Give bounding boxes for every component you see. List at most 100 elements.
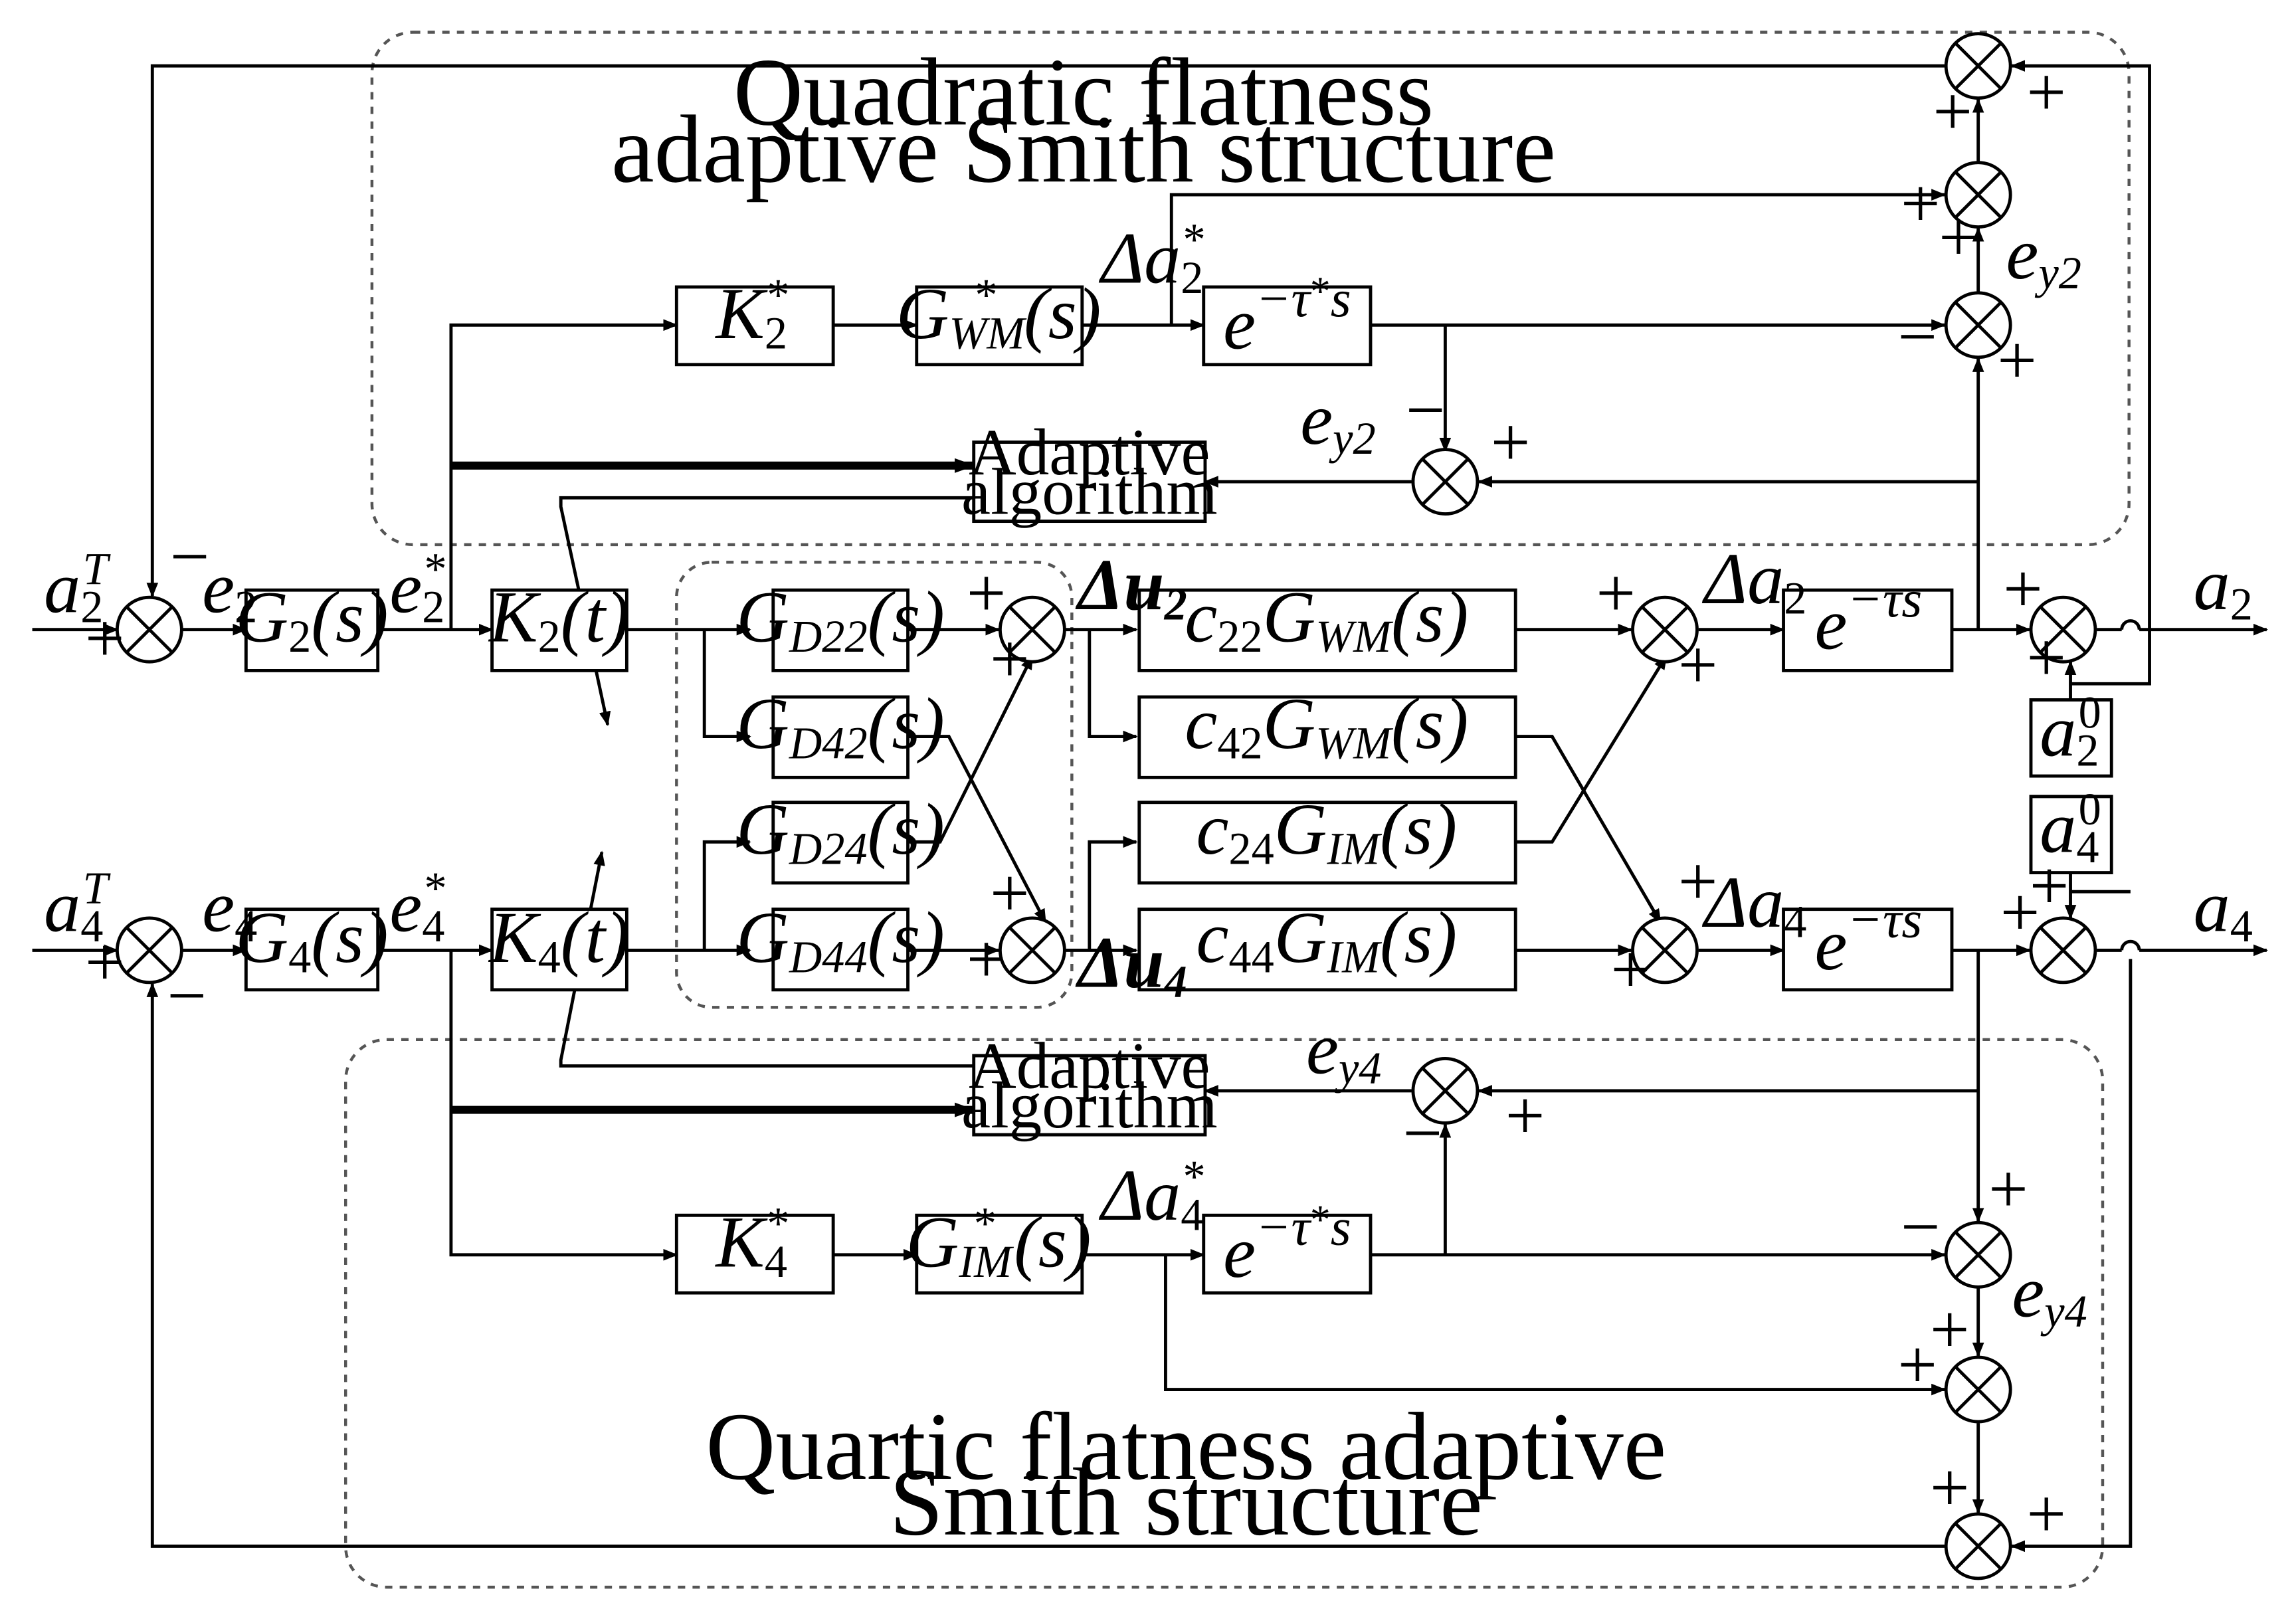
sign-du4-b: + xyxy=(967,920,1006,998)
sign-du2-b: + xyxy=(990,620,1030,698)
decoupler-region xyxy=(675,561,1074,1009)
crossing-hop-a2 xyxy=(2120,619,2141,630)
block-gd24 xyxy=(771,801,909,885)
quartic-title-line2: Smith structure xyxy=(890,1449,1483,1556)
sum-junction-a2 xyxy=(2029,595,2097,664)
sign-da4-a: + xyxy=(1678,842,1718,920)
quadratic-structure-region xyxy=(370,31,2131,547)
adaptive-2-label-line1: Adaptive xyxy=(969,417,1210,489)
adaptive-4-label-line1: Adaptive xyxy=(969,1030,1210,1103)
sign-r-mid-a: + xyxy=(1930,1290,1970,1368)
c44-label: c44GIM(s) xyxy=(1196,897,1458,982)
sign-r-bottom-a: + xyxy=(1930,1449,1970,1527)
sign-a2-b: + xyxy=(2026,618,2066,696)
gim-star-label: GIM*(s) xyxy=(906,1198,1092,1287)
block-k4t xyxy=(490,907,628,992)
sign-r-adapt-a: − xyxy=(1402,1094,1442,1172)
sign-e2-ref: + xyxy=(85,599,125,677)
block-delay-star-2 xyxy=(1202,285,1373,367)
gd22-label: GD22(s) xyxy=(736,576,945,661)
block-gwm-star xyxy=(915,285,1084,367)
sum-junction-r-mid xyxy=(1944,1355,2012,1424)
sum-junction-e2 xyxy=(115,595,183,664)
gd24-label: GD24(s) xyxy=(736,789,945,874)
block-delay-2 xyxy=(1782,588,1954,672)
block-gd42 xyxy=(771,695,909,779)
sign-da4-b: + xyxy=(1610,930,1650,1008)
signal-a4-ref: a4T xyxy=(44,863,111,951)
sign-q-ey2-a: − xyxy=(1897,298,1937,375)
sum-junction-da4 xyxy=(1631,916,1699,985)
sum-junction-q-ey2 xyxy=(1944,291,2012,359)
k4-star-label: K4* xyxy=(714,1198,789,1287)
sign-du2-a: + xyxy=(967,554,1006,632)
block-c44 xyxy=(1137,907,1517,992)
sum-junction-q-adapt xyxy=(1411,448,1480,516)
signal-da2: Δa2 xyxy=(1702,538,1807,623)
sign-r-adapt-b: + xyxy=(1505,1077,1545,1155)
summing-junctions xyxy=(115,32,2097,1580)
sign-da2-a: + xyxy=(1596,554,1636,632)
block-g4 xyxy=(244,907,380,992)
gd42-label: GD42(s) xyxy=(736,683,945,768)
signal-e2: e2 xyxy=(202,547,257,632)
sign-q-ey2-b: + xyxy=(1997,321,2037,399)
signal-da4: Δa4 xyxy=(1702,862,1807,947)
c24-label: c24GIM(s) xyxy=(1196,789,1458,874)
delay-star-4-label: e−τ*s xyxy=(1223,1197,1351,1293)
sum-junction-e4 xyxy=(115,916,183,985)
sign-e2-fb: − xyxy=(170,518,210,595)
sign-q-mid-a: + xyxy=(1901,165,1941,242)
c22-label: c22GWM(s) xyxy=(1185,576,1468,661)
block-gd22 xyxy=(771,588,909,672)
sign-du4-a: + xyxy=(990,854,1030,932)
delay-2-label: e−τs xyxy=(1815,570,1923,664)
signal-du2: Δu2 xyxy=(1075,544,1187,629)
sum-junction-da2 xyxy=(1631,595,1699,664)
block-adaptive-2 xyxy=(972,440,1207,523)
sign-a2-a: + xyxy=(2003,549,2043,627)
sum-junction-q-mid xyxy=(1944,161,2012,229)
sum-junction-r-bottom xyxy=(1944,1512,2012,1580)
sum-junction-du2 xyxy=(998,595,1066,664)
k2t-label: K2(t) xyxy=(488,576,630,661)
quartic-structure-region xyxy=(344,1038,2105,1589)
gd44-label: GD44(s) xyxy=(736,897,945,982)
sign-e4-fb: − xyxy=(167,957,207,1034)
sign-q-adapt-a: − xyxy=(1406,371,1446,448)
block-a20 xyxy=(2029,698,2113,778)
adaptive-2-label-line2: algorithm xyxy=(961,456,1218,529)
output-a2: a2 xyxy=(2194,544,2253,629)
sign-r-mid-b: + xyxy=(1897,1325,1937,1403)
sign-a4-a: + xyxy=(2030,847,2069,925)
signal-e4-star: e4* xyxy=(389,863,446,951)
block-adaptive-4 xyxy=(972,1054,1207,1137)
signal-da2-star: Δa2* xyxy=(1098,214,1205,302)
block-boxes xyxy=(244,285,2113,1295)
block-gim-star xyxy=(915,1213,1084,1295)
sign-e4-ref: + xyxy=(85,923,125,1000)
g4-label: G4(s) xyxy=(236,897,389,982)
sign-r-bottom-b: + xyxy=(2026,1475,2066,1553)
a20-label: a20 xyxy=(2040,687,2101,775)
block-c22 xyxy=(1137,588,1517,672)
signal-da4-star: Δa4* xyxy=(1098,1151,1205,1240)
block-a40 xyxy=(2029,795,2113,875)
sum-junction-du4 xyxy=(998,916,1066,985)
sign-q-top-a: + xyxy=(1933,72,1972,150)
sign-q-adapt-b: + xyxy=(1491,403,1531,481)
sign-q-top-b: + xyxy=(2026,53,2066,131)
signal-a2-ref: a2T xyxy=(44,543,111,632)
junction-signs: + − + − + + + + + + + + + + + + + + + + … xyxy=(85,53,2069,1553)
signal-e4: e4 xyxy=(202,866,257,951)
sum-junction-r-adapt xyxy=(1411,1057,1480,1125)
sign-r-ey4-a: + xyxy=(1988,1150,2028,1228)
signal-du4: Δu4 xyxy=(1075,921,1187,1006)
block-k2-star xyxy=(674,285,835,367)
block-c24 xyxy=(1137,801,1517,885)
block-delay-star-4 xyxy=(1202,1213,1373,1295)
sign-r-ey4-b: − xyxy=(1901,1188,1941,1266)
block-k2t xyxy=(490,588,628,672)
signal-ey2-adapt: ey2 xyxy=(1300,379,1375,464)
